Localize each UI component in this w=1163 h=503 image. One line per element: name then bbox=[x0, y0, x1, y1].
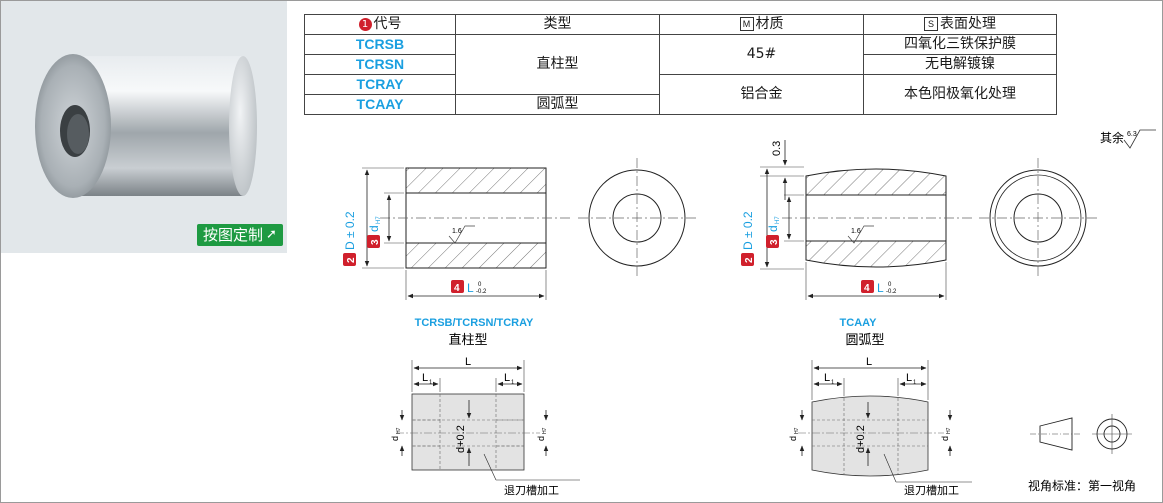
relief-L1-label: L bbox=[504, 372, 510, 384]
product-photo-panel: 按图定制 ➚ bbox=[1, 1, 287, 253]
badge-4-icon: 4 bbox=[864, 283, 870, 294]
relief-d-label: d bbox=[390, 436, 400, 441]
dim-L-label: L bbox=[467, 281, 474, 295]
dim-L-label: L bbox=[877, 281, 884, 295]
relief-d-label: d bbox=[788, 436, 798, 441]
header-type: 类型 bbox=[455, 14, 660, 35]
surface-cell: 四氧化三铁保护膜 bbox=[863, 34, 1057, 55]
surface-cell: 无电解镀镍 bbox=[863, 54, 1057, 75]
tol-L-upper: 0 bbox=[888, 282, 892, 288]
relief-d-plus-label: d+0.2 bbox=[455, 425, 467, 453]
type-cell: 圆弧型 bbox=[455, 94, 660, 115]
straight-bushing-section: 1.6 2 D ± 0.2 3 d H7 4 L 0 -0.2 TCRSB/TC… bbox=[343, 158, 696, 348]
badge-2-icon: 2 bbox=[346, 257, 357, 263]
dim-d-tolerance: H7 bbox=[775, 216, 781, 224]
bushing-photo bbox=[35, 54, 257, 198]
arc-code-label: TCAAY bbox=[840, 317, 878, 329]
relief-d-plus-label: d+0.2 bbox=[855, 425, 867, 453]
tol-L-lower: -0.2 bbox=[476, 289, 487, 295]
relief-d-sub: H7 bbox=[396, 427, 402, 434]
relief-groove-label: 退刀槽加工 bbox=[904, 484, 959, 497]
straight-relief-groove-drawing: L L 1 L 1 d H7 d H7 d+0.2 退刀槽加工 bbox=[390, 356, 580, 497]
surface-cell: 本色阳极氧化处理 bbox=[863, 74, 1057, 115]
badge-2-icon: 2 bbox=[744, 257, 755, 263]
badge-3-icon: 3 bbox=[370, 239, 381, 245]
arc-type-label: 圆弧型 bbox=[845, 333, 884, 348]
dim-d-label: d bbox=[766, 225, 780, 232]
relief-d-label: d bbox=[940, 436, 950, 441]
roughness-label: 其余 bbox=[1100, 130, 1124, 145]
inner-roughness-value: 1.6 bbox=[452, 228, 462, 235]
relief-L1-sub: 1 bbox=[913, 380, 917, 386]
relief-L1-sub: 1 bbox=[429, 380, 433, 386]
code-cell[interactable]: TCRAY bbox=[304, 74, 456, 95]
badge-s-icon: S bbox=[924, 17, 938, 31]
table-row: TCRSB 直柱型 45# 四氧化三铁保护膜 bbox=[304, 34, 1057, 95]
relief-d-label: d bbox=[536, 436, 546, 441]
relief-groove-label: 退刀槽加工 bbox=[504, 484, 559, 497]
dim-d-label: d bbox=[367, 225, 381, 232]
inner-roughness-value: 1.6 bbox=[851, 228, 861, 235]
relief-L1-label: L bbox=[906, 372, 912, 384]
code-cell[interactable]: TCAAY bbox=[304, 94, 456, 115]
first-angle-projection-icon: 视角标准：第一视角 bbox=[1028, 414, 1136, 493]
table-row: TCRAY 铝合金 本色阳极氧化处理 bbox=[304, 74, 1057, 115]
relief-d-sub: H7 bbox=[794, 427, 800, 434]
roughness-value: 6.3 bbox=[1127, 131, 1137, 138]
relief-L1-label: L bbox=[422, 372, 428, 384]
arc-bushing-section: 0.3 1.6 2 D ± 0.2 3 d H7 4 L 0 -0.2 TCAA… bbox=[741, 140, 1097, 348]
relief-L-label: L bbox=[465, 356, 471, 368]
badge-1-icon: 1 bbox=[358, 18, 372, 31]
dim-top-label: 0.3 bbox=[771, 141, 783, 156]
dim-D-label: D ± 0.2 bbox=[741, 211, 755, 250]
relief-L1-sub: 1 bbox=[831, 380, 835, 386]
relief-d-sub: H7 bbox=[946, 427, 952, 434]
tol-L-upper: 0 bbox=[478, 282, 482, 288]
arc-relief-groove-drawing: L L 1 L 1 d H7 d H7 d+0.2 退刀槽加工 bbox=[788, 356, 972, 497]
custom-drawing-label: 按图定制 bbox=[203, 226, 264, 244]
table-row: TCRSN 无电解镀镍 bbox=[304, 54, 1057, 75]
relief-d-sub: H7 bbox=[542, 427, 548, 434]
dim-D-label: D ± 0.2 bbox=[343, 211, 357, 250]
straight-type-label: 直柱型 bbox=[448, 333, 487, 348]
code-cell[interactable]: TCRSN bbox=[304, 54, 456, 75]
projection-label: 视角标准：第一视角 bbox=[1028, 478, 1136, 493]
relief-L1-label: L bbox=[824, 372, 830, 384]
badge-3-icon: 3 bbox=[769, 239, 780, 245]
relief-L-label: L bbox=[866, 356, 872, 368]
badge-m-icon: M bbox=[739, 17, 754, 31]
wrench-icon: ➚ bbox=[266, 227, 277, 242]
tol-L-lower: -0.2 bbox=[886, 289, 897, 295]
relief-L1-sub: 1 bbox=[511, 380, 515, 386]
straight-code-label: TCRSB/TCRSN/TCRAY bbox=[415, 317, 534, 329]
dim-d-tolerance: H7 bbox=[376, 216, 382, 224]
roughness-symbol: 其余 6.3 bbox=[1100, 129, 1156, 149]
table-row: TCAAY 圆弧型 bbox=[304, 94, 1057, 115]
custom-drawing-button[interactable]: 按图定制 ➚ bbox=[197, 224, 283, 246]
badge-4-icon: 4 bbox=[454, 283, 460, 294]
